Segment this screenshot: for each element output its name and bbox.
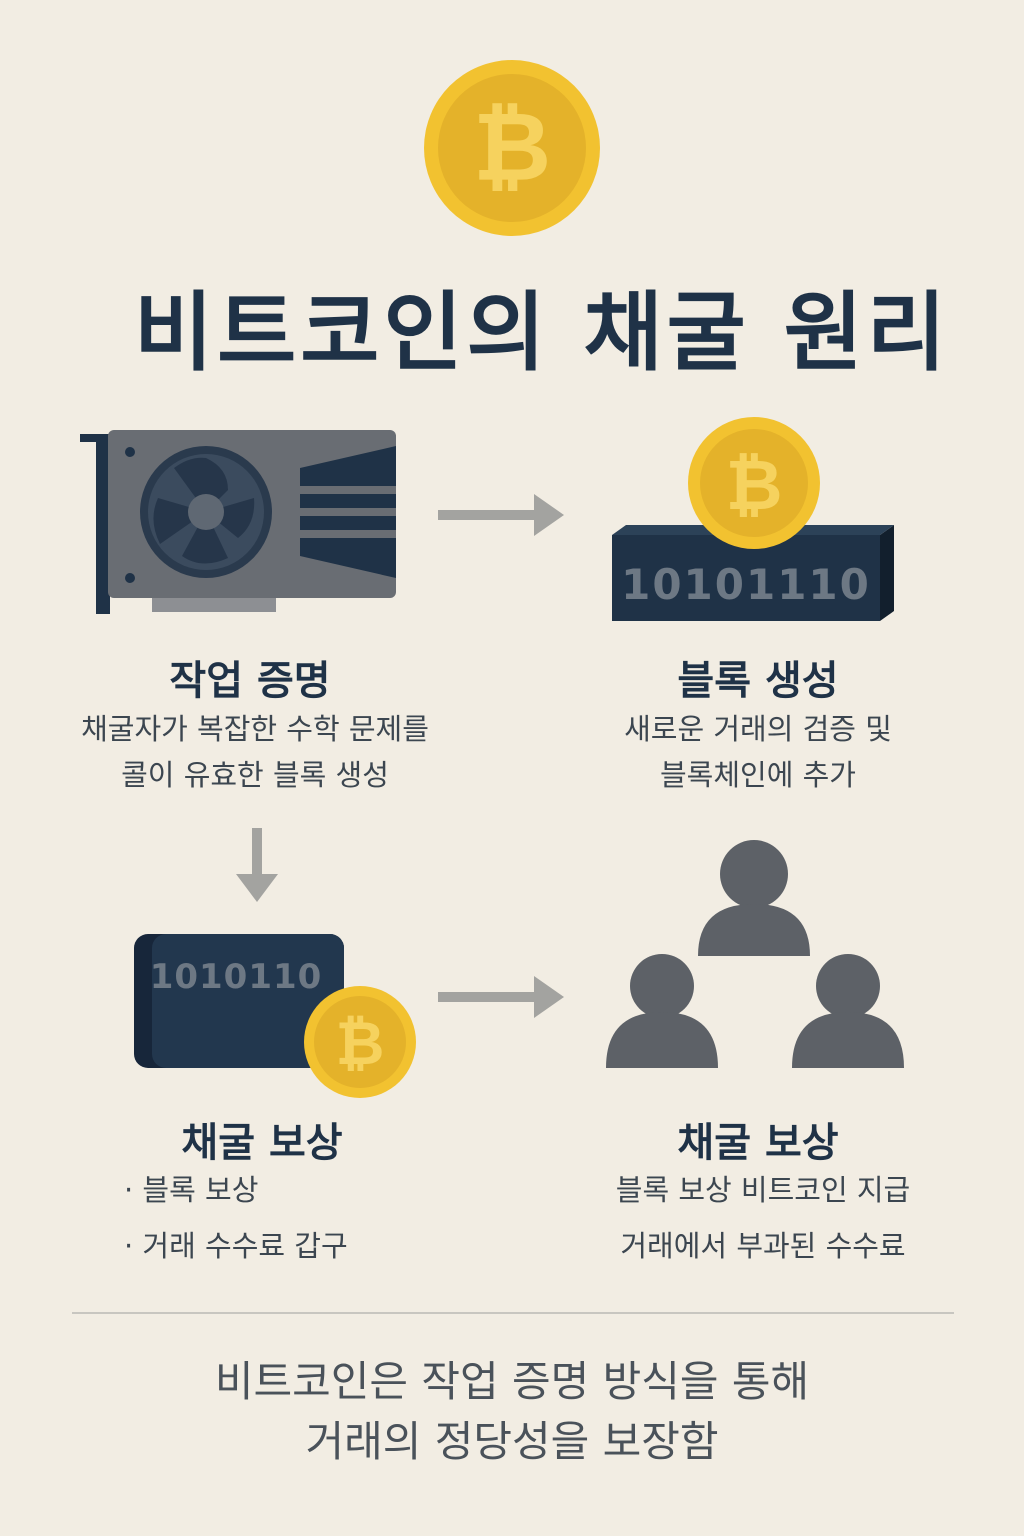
block-binary-label: 10101110 — [621, 560, 871, 609]
arrow-down-icon — [236, 828, 278, 902]
summary-text: 비트코인은 작업 증명 방식을 통해 거래의 정당성을 보장함 — [214, 1357, 810, 1466]
reward-binary-label: 1010110 — [150, 957, 323, 997]
page-title: 비트코인의 채굴 원리 — [134, 283, 950, 383]
mining-reward-heading: 채굴 보상 — [181, 1120, 343, 1166]
list-item: · 블록 보상 — [124, 1173, 259, 1207]
proof-of-work-description: 채굴자가 복잡한 수학 문제를 콜이 유효한 블록 생성 — [81, 712, 429, 792]
arrow-right-icon — [438, 494, 564, 536]
list-item: · 거래 수수료 갑구 — [124, 1229, 348, 1263]
block-creation-description: 새로운 거래의 검증 및 블록체인에 추가 — [624, 712, 892, 792]
proof-of-work-heading: 작업 증명 — [169, 658, 331, 704]
block-with-coin-icon: 10101110 ₿ — [612, 417, 894, 621]
mining-reward-bullets: · 블록 보상 · 거래 수수료 갑구 — [124, 1162, 444, 1274]
graphics-card-icon — [80, 430, 396, 614]
mining-reward-description: 블록 보상 비트코인 지급 거래에서 부과된 수수료 — [615, 1173, 911, 1263]
mining-reward-heading: 채굴 보상 — [677, 1120, 839, 1166]
divider — [72, 1312, 954, 1314]
bitcoin-coin-icon: ₿ — [424, 60, 600, 236]
svg-text:₿: ₿ — [336, 1009, 385, 1079]
svg-text:₿: ₿ — [725, 444, 782, 526]
block-creation-heading: 블록 생성 — [677, 658, 839, 704]
arrow-right-icon — [438, 976, 564, 1018]
reward-block-icon: 1010110 ₿ — [134, 934, 416, 1098]
users-network-icon — [606, 840, 904, 1068]
svg-text:₿: ₿ — [473, 91, 551, 203]
